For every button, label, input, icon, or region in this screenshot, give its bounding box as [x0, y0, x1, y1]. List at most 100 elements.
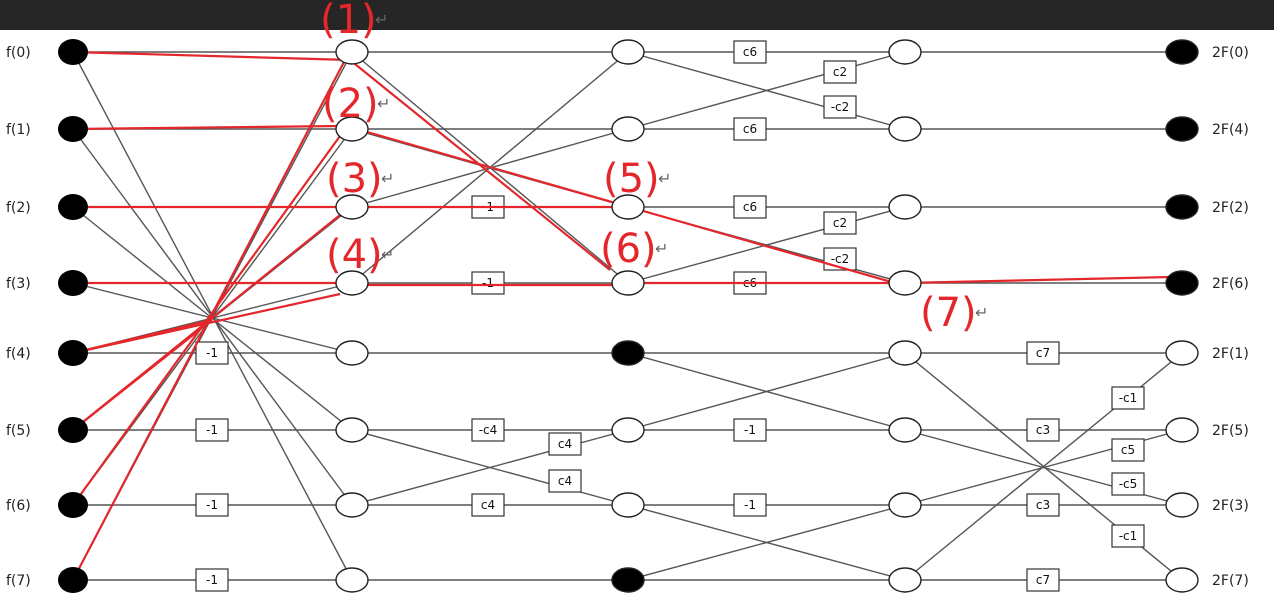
multiplier-box-frame [823, 211, 857, 235]
multiplier-box-frame [471, 418, 505, 442]
multiplier-box-frame [1026, 493, 1060, 517]
multiplier-box: c3 [1036, 423, 1050, 437]
multiplier-box: c4 [558, 474, 572, 488]
highlight-path [72, 124, 341, 131]
input-label: f(5) [6, 423, 31, 439]
multiplier-box-frame [195, 341, 229, 365]
multiplier-box: -1 [206, 573, 218, 587]
multiplier-box: -c1 [1119, 529, 1138, 543]
multiplier-box-frame [1026, 568, 1060, 592]
multiplier-box-frame [823, 60, 857, 84]
node [888, 492, 922, 518]
node [611, 567, 645, 593]
output-node [1165, 116, 1199, 142]
multiplier-box: -1 [744, 423, 756, 437]
node [888, 194, 922, 220]
multiplier-box-frame [1111, 524, 1145, 548]
input-node [58, 194, 88, 220]
multiplier-box-frame [471, 493, 505, 517]
multiplier-box-frame [195, 493, 229, 517]
multiplier-box: -c4 [479, 423, 498, 437]
output-node [1165, 567, 1199, 593]
step-annotation: (2) [322, 81, 379, 127]
return-mark: ↵ [377, 94, 390, 113]
node [335, 39, 369, 65]
signal-line [627, 352, 906, 431]
input-label: f(0) [6, 45, 31, 61]
input-node [58, 567, 88, 593]
multiplier-box-frame [733, 195, 767, 219]
step-annotation: (4) [326, 232, 383, 278]
node [611, 270, 645, 296]
multiplier-box: -c2 [831, 100, 850, 114]
multiplier-box-frame [733, 493, 767, 517]
highlight-path [72, 319, 213, 431]
multiplier-box: c4 [558, 437, 572, 451]
node [335, 492, 369, 518]
multiplier-box-frame [548, 469, 582, 493]
output-label: 2F(5) [1212, 423, 1249, 439]
output-node [1165, 492, 1199, 518]
return-mark: ↵ [381, 169, 394, 188]
input-label: f(6) [6, 498, 31, 514]
input-label: f(7) [6, 573, 31, 589]
node [888, 39, 922, 65]
multiplier-box: -c1 [1119, 391, 1138, 405]
multiplier-box: c7 [1036, 346, 1050, 360]
input-label: f(1) [6, 122, 31, 138]
output-label: 2F(6) [1212, 276, 1249, 292]
multiplier-box-frame [195, 418, 229, 442]
multiplier-box-frame [195, 568, 229, 592]
multiplier-box: c6 [743, 200, 757, 214]
output-label: 2F(7) [1212, 573, 1249, 589]
signal-line [627, 206, 906, 284]
step-annotation: (3) [326, 156, 383, 202]
multiplier-box: c6 [743, 45, 757, 59]
input-node [58, 116, 88, 142]
multiplier-box: -1 [206, 346, 218, 360]
step-annotation: (5) [603, 156, 660, 202]
multiplier-box: c4 [481, 498, 495, 512]
return-mark: ↵ [375, 10, 388, 29]
multiplier-box-frame [1111, 386, 1145, 410]
multiplier-box: c2 [833, 216, 847, 230]
input-node [58, 270, 88, 296]
node [611, 340, 645, 366]
signal-line [351, 429, 629, 506]
output-node [1165, 194, 1199, 220]
multiplier-box: c2 [833, 65, 847, 79]
signal-line [627, 51, 906, 130]
signal-line [627, 504, 906, 581]
multiplier-box-frame [548, 432, 582, 456]
node [335, 340, 369, 366]
node [888, 270, 922, 296]
multiplier-box-frame [1111, 438, 1145, 462]
highlight-path [904, 275, 1171, 285]
step-annotation: (1) [320, 0, 377, 43]
multiplier-box: -c5 [1119, 477, 1138, 491]
multiplier-box: -1 [206, 423, 218, 437]
node [888, 340, 922, 366]
output-node [1165, 270, 1199, 296]
input-node [58, 417, 88, 443]
multiplier-box-frame [733, 418, 767, 442]
multiplier-box-frame [1111, 472, 1145, 496]
highlight-path [72, 50, 351, 62]
step-annotation: (7) [920, 290, 977, 336]
node [611, 39, 645, 65]
multiplier-box-frame [733, 40, 767, 64]
multiplier-box-frame [823, 95, 857, 119]
multiplier-box-frame [1026, 341, 1060, 365]
multiplier-box: c6 [743, 122, 757, 136]
multiplier-box: c3 [1036, 498, 1050, 512]
output-label: 2F(4) [1212, 122, 1249, 138]
top-bar [0, 0, 1274, 30]
output-label: 2F(1) [1212, 346, 1249, 362]
node [611, 417, 645, 443]
node [611, 492, 645, 518]
multiplier-box-frame [1026, 418, 1060, 442]
input-node [58, 39, 88, 65]
multiplier-box: -c2 [831, 252, 850, 266]
input-label: f(2) [6, 200, 31, 216]
